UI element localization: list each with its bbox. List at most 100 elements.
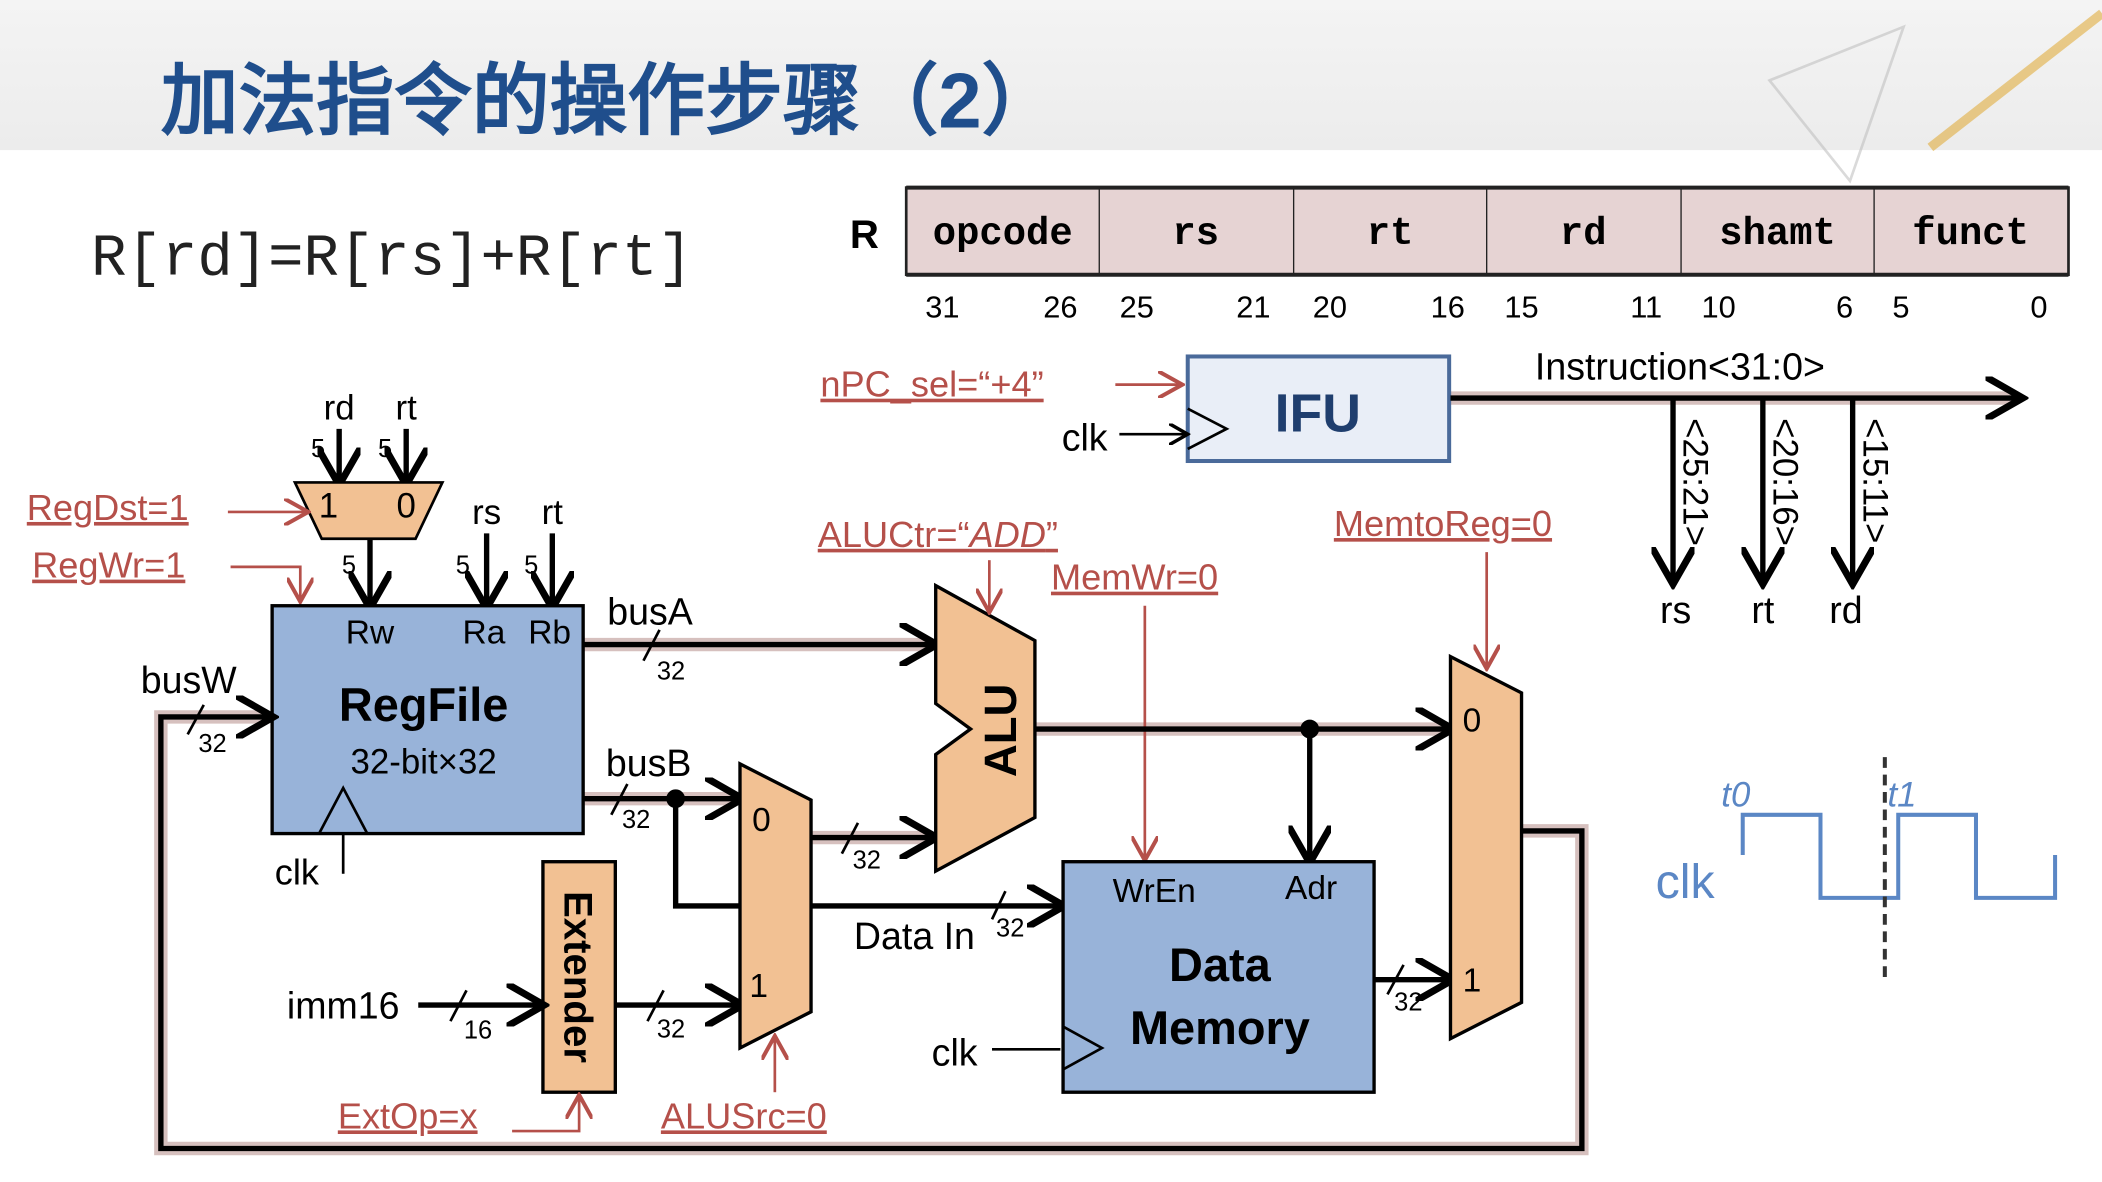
alusrc-control: ALUSrc=0 bbox=[661, 1095, 827, 1136]
regdst-control: RegDst=1 bbox=[27, 487, 189, 528]
bit-15: 15 bbox=[1504, 290, 1538, 325]
instruction-format-table bbox=[904, 185, 2070, 277]
memory-wren: WrEn bbox=[1113, 873, 1196, 910]
regdst-mux-in0: 0 bbox=[397, 486, 416, 525]
memtoreg-control: MemtoReg=0 bbox=[1334, 503, 1552, 544]
memory-adr: Adr bbox=[1285, 870, 1337, 907]
width-32: 32 bbox=[198, 730, 226, 758]
bit-10: 10 bbox=[1701, 290, 1735, 325]
width-5: 5 bbox=[456, 552, 470, 580]
regfile-rb: Rb bbox=[528, 614, 571, 651]
equation: R[rd]=R[rs]+R[rt] bbox=[91, 226, 693, 293]
ifu-clock-triangle-icon bbox=[1187, 407, 1230, 451]
memtoreg-mux-in0: 0 bbox=[1463, 703, 1482, 740]
aluctr-control: ALUCtr=“ADD” bbox=[818, 514, 1058, 555]
memtoreg-mux bbox=[1448, 653, 1524, 1042]
alu-block bbox=[934, 582, 1037, 874]
ifu-block bbox=[1185, 354, 1452, 464]
regfile-title: RegFile bbox=[339, 679, 508, 731]
width-16: 16 bbox=[464, 1017, 492, 1045]
regdst-mux bbox=[292, 481, 445, 541]
regfile-input-rt: rt bbox=[542, 493, 564, 532]
bit-11: 11 bbox=[1630, 290, 1662, 325]
width-5: 5 bbox=[342, 552, 356, 580]
bit-20: 20 bbox=[1313, 290, 1347, 325]
width-5: 5 bbox=[378, 435, 392, 463]
alusrc-mux bbox=[738, 761, 813, 1051]
busa-label: busA bbox=[607, 591, 693, 633]
npc-sel-control: nPC_sel=“+4” bbox=[820, 364, 1043, 405]
alusrc-mux-in0: 0 bbox=[752, 802, 771, 839]
regfile-clk-label: clk bbox=[275, 851, 320, 892]
bit-31: 31 bbox=[925, 290, 959, 325]
regfile-ra: Ra bbox=[463, 614, 506, 651]
pencil-decoration bbox=[1767, 9, 2102, 184]
regwr-control: RegWr=1 bbox=[32, 545, 185, 586]
timing-t0: t0 bbox=[1721, 776, 1751, 815]
bit-21: 21 bbox=[1236, 290, 1270, 325]
width-5: 5 bbox=[524, 552, 538, 580]
memory-clock-triangle-icon bbox=[1062, 1025, 1105, 1071]
mux-input-rd: rd bbox=[324, 388, 355, 427]
regdst-mux-in1: 1 bbox=[319, 486, 338, 525]
width-32: 32 bbox=[1394, 988, 1422, 1016]
busw-label: busW bbox=[141, 659, 238, 701]
busw-wire bbox=[158, 717, 1585, 1152]
format-type-label: R bbox=[850, 212, 879, 257]
regfile-input-rs: rs bbox=[472, 493, 501, 532]
bit-25: 25 bbox=[1120, 290, 1154, 325]
imm16-label: imm16 bbox=[287, 985, 400, 1027]
busb-label: busB bbox=[606, 742, 692, 784]
data-in-wire bbox=[672, 798, 1059, 906]
width-5: 5 bbox=[311, 435, 325, 463]
page-title: 加法指令的操作步骤（2） bbox=[161, 58, 1059, 144]
timing-t1: t1 bbox=[1888, 776, 1917, 815]
field-rt: rt bbox=[1367, 212, 1414, 256]
width-32: 32 bbox=[853, 846, 881, 874]
regfile-block bbox=[270, 604, 585, 836]
extop-control: ExtOp=x bbox=[338, 1095, 478, 1136]
memory-clk-label: clk bbox=[932, 1031, 978, 1073]
bit-5: 5 bbox=[1892, 290, 1909, 325]
instruction-taps bbox=[1673, 398, 1853, 579]
width-32: 32 bbox=[657, 657, 685, 685]
ifu-label: IFU bbox=[1275, 384, 1361, 444]
alusrc-mux-in1: 1 bbox=[749, 968, 768, 1005]
memory-title-line1: Data bbox=[1169, 939, 1272, 991]
tap-range-rt: <20:16> bbox=[1766, 418, 1805, 546]
width-32: 32 bbox=[622, 806, 650, 834]
mux-input-rt: rt bbox=[396, 388, 418, 427]
field-rs: rs bbox=[1172, 212, 1219, 256]
regfile-rw: Rw bbox=[346, 614, 395, 651]
tap-range-rs: <25:21> bbox=[1676, 418, 1715, 546]
field-funct: funct bbox=[1912, 212, 2029, 256]
bit-26: 26 bbox=[1043, 290, 1077, 325]
width-32: 32 bbox=[657, 1015, 685, 1043]
memtoreg-mux-in1: 1 bbox=[1463, 963, 1482, 1000]
bit-6: 6 bbox=[1836, 290, 1853, 325]
data-in-label: Data In bbox=[854, 915, 975, 957]
width-32: 32 bbox=[996, 915, 1024, 943]
header-band bbox=[0, 0, 2102, 151]
extender-block bbox=[541, 860, 617, 1094]
field-rd: rd bbox=[1560, 212, 1607, 256]
tap-name-rs: rs bbox=[1660, 589, 1691, 631]
tap-name-rt: rt bbox=[1751, 589, 1774, 631]
tap-range-rd: <15:11> bbox=[1855, 418, 1894, 543]
tap-name-rd: rd bbox=[1829, 589, 1862, 631]
bit-0: 0 bbox=[2030, 290, 2047, 325]
ifu-clk-label: clk bbox=[1062, 416, 1108, 458]
bit-16: 16 bbox=[1431, 290, 1465, 325]
extender-label: Extender bbox=[555, 891, 600, 1063]
timing-clk-label: clk bbox=[1656, 855, 1716, 909]
regfile-clock-triangle-icon bbox=[317, 785, 369, 835]
field-shamt: shamt bbox=[1719, 212, 1836, 256]
alu-label: ALU bbox=[975, 684, 1026, 778]
clock-waveform bbox=[1740, 757, 2058, 979]
memory-title-line2: Memory bbox=[1130, 1002, 1310, 1054]
field-opcode: opcode bbox=[933, 212, 1073, 256]
memwr-control: MemWr=0 bbox=[1051, 557, 1218, 598]
regfile-subtitle: 32-bit×32 bbox=[351, 742, 497, 781]
instruction-label: Instruction<31:0> bbox=[1535, 345, 1825, 387]
